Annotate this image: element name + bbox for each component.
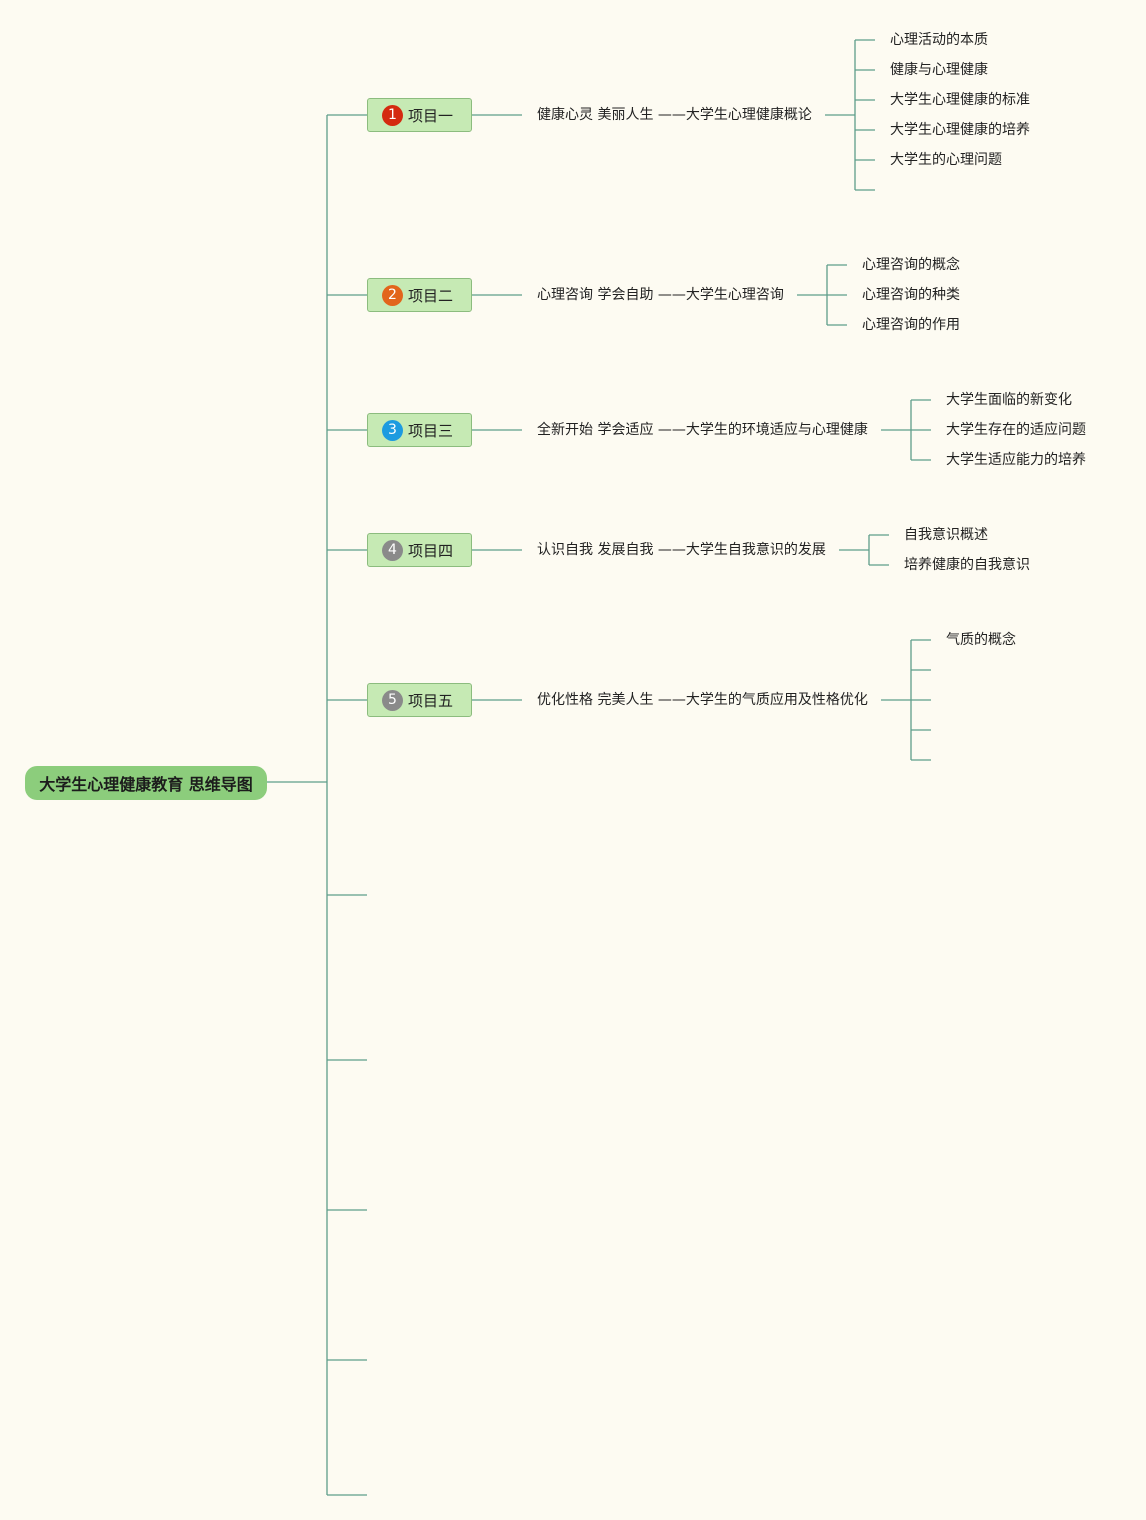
project-label: 项目三 [408, 421, 454, 440]
project-node-2[interactable]: 2 项目二 [367, 278, 472, 312]
number-badge-icon: 3 [382, 419, 403, 441]
bracket-4 [839, 534, 889, 566]
subtopic-node[interactable]: 心理咨询的概念 [862, 257, 960, 273]
subtopic-node[interactable]: 培养健康的自我意识 [904, 557, 1030, 573]
bracket-5 [881, 639, 931, 761]
project-label: 项目二 [408, 286, 454, 305]
chapter-node-4[interactable]: 认识自我 发展自我 ——大学生自我意识的发展 [537, 542, 826, 558]
bracket-3 [881, 399, 931, 461]
subtopic-node[interactable]: 大学生存在的适应问题 [946, 422, 1086, 438]
project-node-4[interactable]: 4 项目四 [367, 533, 472, 567]
subtopic-node[interactable]: 大学生适应能力的培养 [946, 452, 1086, 468]
subtopic-node[interactable]: 心理活动的本质 [890, 32, 988, 48]
number-badge-icon: 4 [382, 539, 403, 561]
subtopic-node[interactable]: 大学生心理健康的培养 [890, 122, 1030, 138]
chapter-node-1[interactable]: 健康心灵 美丽人生 ——大学生心理健康概论 [537, 107, 812, 123]
subtopic-node[interactable]: 气质的概念 [946, 632, 1016, 648]
root-title: 大学生心理健康教育 思维导图 [39, 775, 253, 794]
bracket-2 [797, 264, 847, 326]
number-badge-icon: 1 [382, 104, 403, 126]
chapter-node-5[interactable]: 优化性格 完美人生 ——大学生的气质应用及性格优化 [537, 692, 868, 708]
project-node-1[interactable]: 1 项目一 [367, 98, 472, 132]
chapter-node-3[interactable]: 全新开始 学会适应 ——大学生的环境适应与心理健康 [537, 422, 868, 438]
project-label: 项目五 [408, 691, 454, 710]
project-label: 项目一 [408, 106, 454, 125]
subtopic-node[interactable]: 大学生面临的新变化 [946, 392, 1072, 408]
subtopic-node[interactable]: 大学生的心理问题 [890, 152, 1002, 168]
project-label: 项目四 [408, 541, 454, 560]
root-node[interactable]: 大学生心理健康教育 思维导图 [25, 766, 267, 800]
number-badge-icon: 5 [382, 689, 403, 711]
bracket-1 [825, 39, 875, 191]
project-node-3[interactable]: 3 项目三 [367, 413, 472, 447]
subtopic-node[interactable]: 心理咨询的种类 [862, 287, 960, 303]
number-badge-icon: 2 [382, 284, 403, 306]
subtopic-node[interactable]: 心理咨询的作用 [862, 317, 960, 333]
subtopic-node[interactable]: 健康与心理健康 [890, 62, 988, 78]
subtopic-node[interactable]: 大学生心理健康的标准 [890, 92, 1030, 108]
subtopic-node[interactable]: 自我意识概述 [904, 527, 988, 543]
chapter-node-2[interactable]: 心理咨询 学会自助 ——大学生心理咨询 [537, 287, 784, 303]
project-node-5[interactable]: 5 项目五 [367, 683, 472, 717]
